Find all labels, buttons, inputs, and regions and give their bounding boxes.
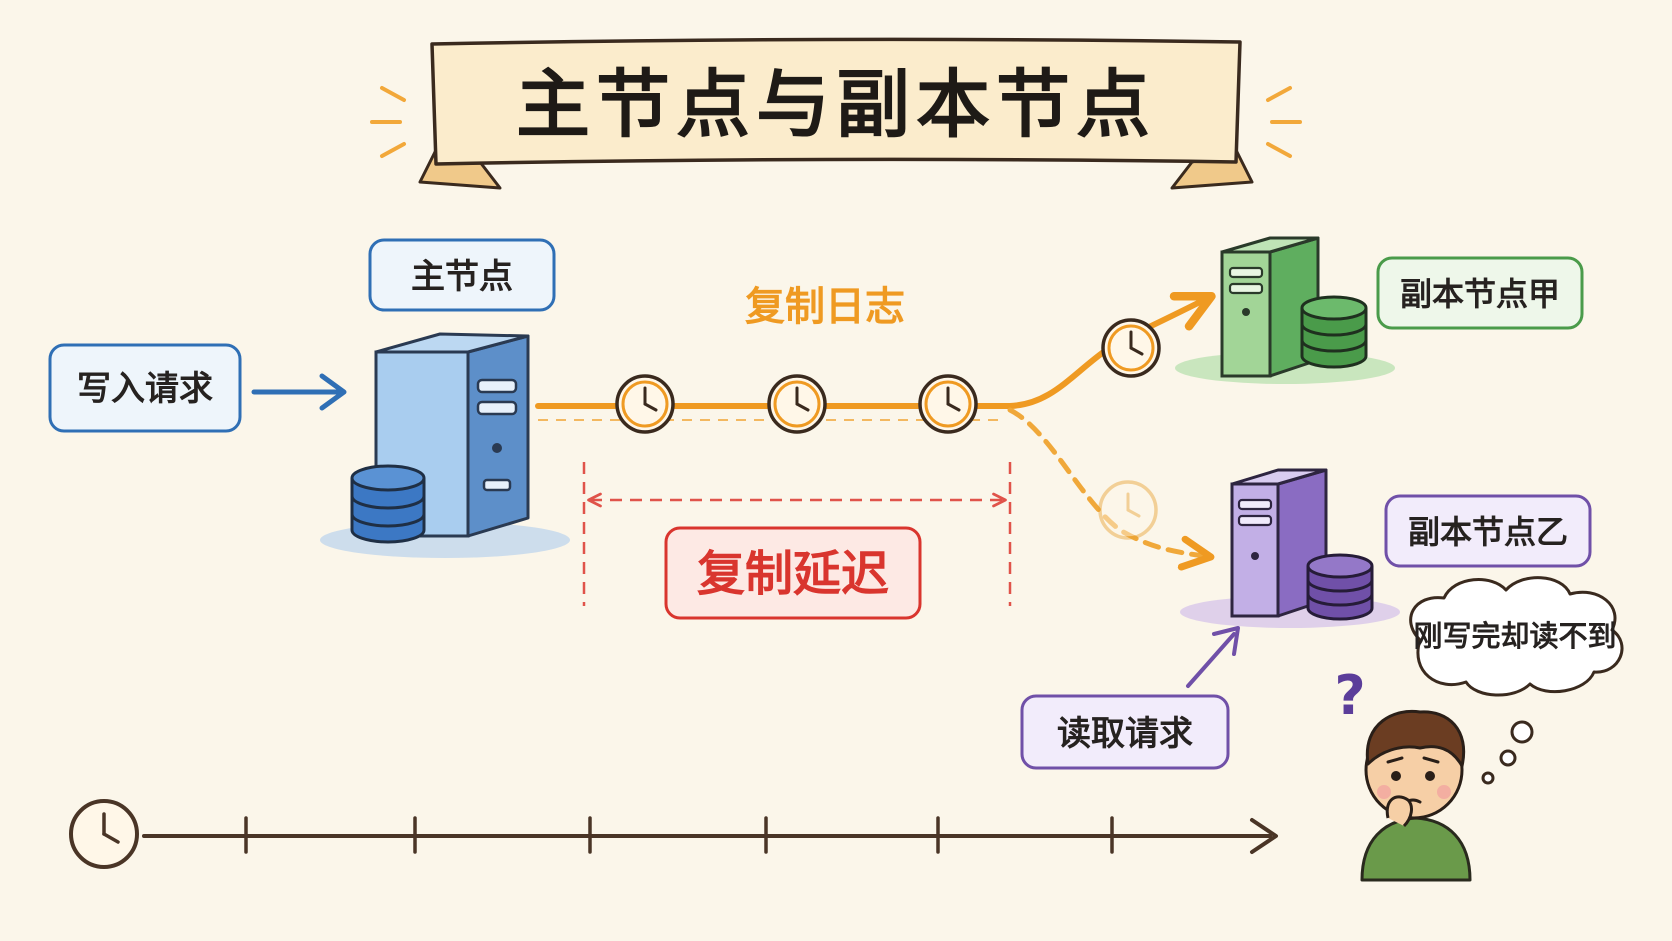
replication-lag-span [582, 462, 1012, 606]
database-icon [1306, 553, 1374, 621]
clock-icon [69, 799, 139, 869]
database-icon [1300, 295, 1368, 369]
server-icon [320, 332, 570, 558]
clock-icon [1101, 318, 1161, 378]
clock-icon [918, 374, 978, 434]
write-request: 写入请求 [48, 343, 242, 433]
clock-icon [767, 374, 827, 434]
person-icon [1360, 709, 1472, 882]
timeline-axis [142, 816, 1278, 854]
read-request: 读取请求 [1020, 694, 1230, 770]
arrow-icon [251, 373, 347, 411]
question-mark: ? [1334, 664, 1365, 727]
user-thought: 刚写完却读不到 [1413, 619, 1616, 653]
replica-a-label: 副本节点甲 [1376, 256, 1584, 330]
write-request-label: 写入请求 [77, 369, 213, 409]
sparkle-icon [1266, 86, 1302, 158]
page-title: 主节点与副本节点 [516, 62, 1156, 148]
replica-b-name: 副本节点乙 [1408, 513, 1568, 551]
thought-bubble-icon: 刚写完却读不到 [1409, 576, 1624, 785]
replication-lag-label: 复制延迟 [697, 546, 889, 602]
clock-icon [1098, 480, 1158, 540]
replica-a-name: 副本节点甲 [1400, 275, 1560, 313]
read-request-label: 读取请求 [1057, 714, 1193, 754]
replication-log-label: 复制日志 [745, 284, 905, 330]
clock-icon [615, 374, 675, 434]
arrow-icon [1186, 626, 1240, 688]
title-banner: 主节点与副本节点 [370, 37, 1302, 190]
sparkle-icon [370, 86, 406, 158]
database-icon [350, 464, 426, 544]
primary-node-name: 主节点 [411, 257, 513, 297]
replication-lag-badge: 复制延迟 [664, 526, 922, 620]
primary-node-label: 主节点 [368, 238, 556, 312]
replica-b-label: 副本节点乙 [1384, 494, 1592, 568]
